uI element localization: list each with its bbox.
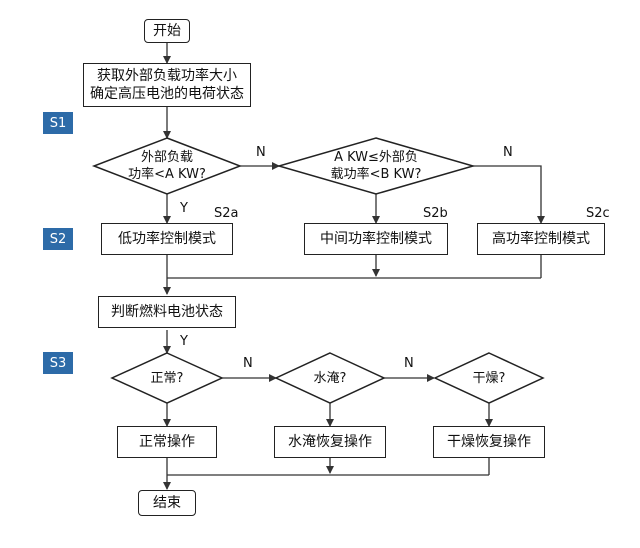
judge-fuel-cell-box: 判断燃料电池状态	[98, 296, 236, 328]
step-badge-s3: S3	[43, 352, 73, 374]
decision-1-line-2: 功率<A KW?	[128, 167, 206, 182]
step-badge-s2: S2	[43, 228, 73, 250]
dry-recovery-box: 干燥恢复操作	[433, 426, 545, 458]
end-node: 结束	[138, 490, 196, 516]
label-n-4: N	[404, 356, 414, 371]
decision-dry	[433, 352, 545, 404]
label-n-1: N	[256, 145, 266, 160]
decision-normal	[110, 352, 224, 404]
step-badge-s1: S1	[43, 112, 73, 134]
decision-normal-text: 正常?	[150, 371, 184, 386]
label-n-2: N	[503, 145, 513, 160]
label-s2b: S2b	[423, 206, 448, 221]
decision-1-line-1: 外部负载	[140, 150, 193, 165]
label-s2a: S2a	[214, 206, 239, 221]
label-y-2: Y	[180, 334, 188, 349]
normal-operation-box: 正常操作	[117, 426, 217, 458]
acquire-line-2: 确定高压电池的电荷状态	[90, 86, 244, 102]
decision-2-line-1: A KW≤外部负	[334, 150, 418, 165]
decision-1-text: 外部负载 功率<A KW?	[107, 149, 227, 183]
decision-load-between-a-b	[276, 137, 476, 195]
label-n-3: N	[243, 356, 253, 371]
low-power-mode-box: 低功率控制模式	[101, 223, 233, 255]
label-y-1: Y	[180, 201, 188, 216]
high-power-mode-box: 高功率控制模式	[477, 223, 605, 255]
mid-power-mode-box: 中间功率控制模式	[304, 223, 448, 255]
label-s2c: S2c	[586, 206, 610, 221]
decision-flood-text: 水淹?	[313, 371, 347, 386]
acquire-load-and-soc-box: 获取外部负载功率大小 确定高压电池的电荷状态	[83, 63, 251, 107]
decision-flooded	[274, 352, 386, 404]
flood-recovery-box: 水淹恢复操作	[274, 426, 386, 458]
decision-2-text: A KW≤外部负 载功率<B KW?	[306, 149, 446, 183]
decision-2-line-2: 载功率<B KW?	[330, 167, 422, 182]
decision-dry-text: 干燥?	[472, 371, 506, 386]
decision-load-below-a	[91, 137, 243, 195]
acquire-line-1: 获取外部负载功率大小	[97, 68, 237, 84]
start-node: 开始	[144, 19, 190, 43]
